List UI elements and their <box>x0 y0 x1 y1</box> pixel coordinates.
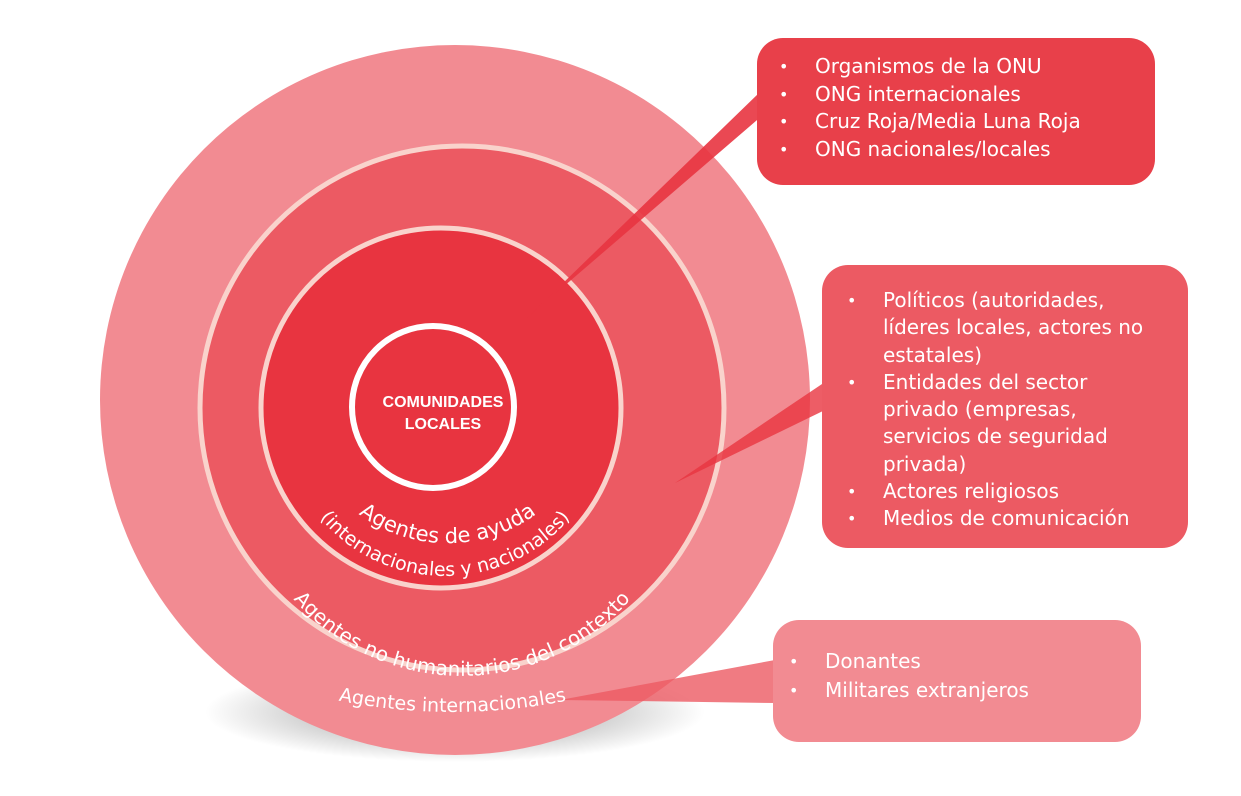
list-item: Políticos (autoridades, líderes locales,… <box>847 287 1163 369</box>
list-item: Organismos de la ONU <box>779 53 1155 81</box>
pointer-aid <box>527 92 778 318</box>
center-circle <box>349 323 517 491</box>
list-item: Donantes <box>789 647 1141 676</box>
international-agents-box: Donantes Militares extranjeros <box>773 620 1141 742</box>
list-item: Entidades del sector privado (empresas, … <box>847 369 1163 478</box>
context-agents-box: Políticos (autoridades, líderes locales,… <box>822 265 1188 548</box>
aid-agents-box: Organismos de la ONU ONG internacionales… <box>757 38 1155 185</box>
list-item: ONG nacionales/locales <box>779 136 1155 164</box>
list-item: Actores religiosos <box>847 478 1163 506</box>
list-item: Militares extranjeros <box>789 676 1141 705</box>
center-label-line1: COMUNIDADES <box>383 394 504 411</box>
list-item: Cruz Roja/Media Luna Roja <box>779 108 1155 136</box>
pointer-context <box>675 382 825 483</box>
list-item: ONG internacionales <box>779 81 1155 109</box>
pointer-international <box>560 660 775 703</box>
center-label-line2: LOCALES <box>405 416 482 433</box>
list-item: Medios de comunicación <box>847 505 1163 533</box>
